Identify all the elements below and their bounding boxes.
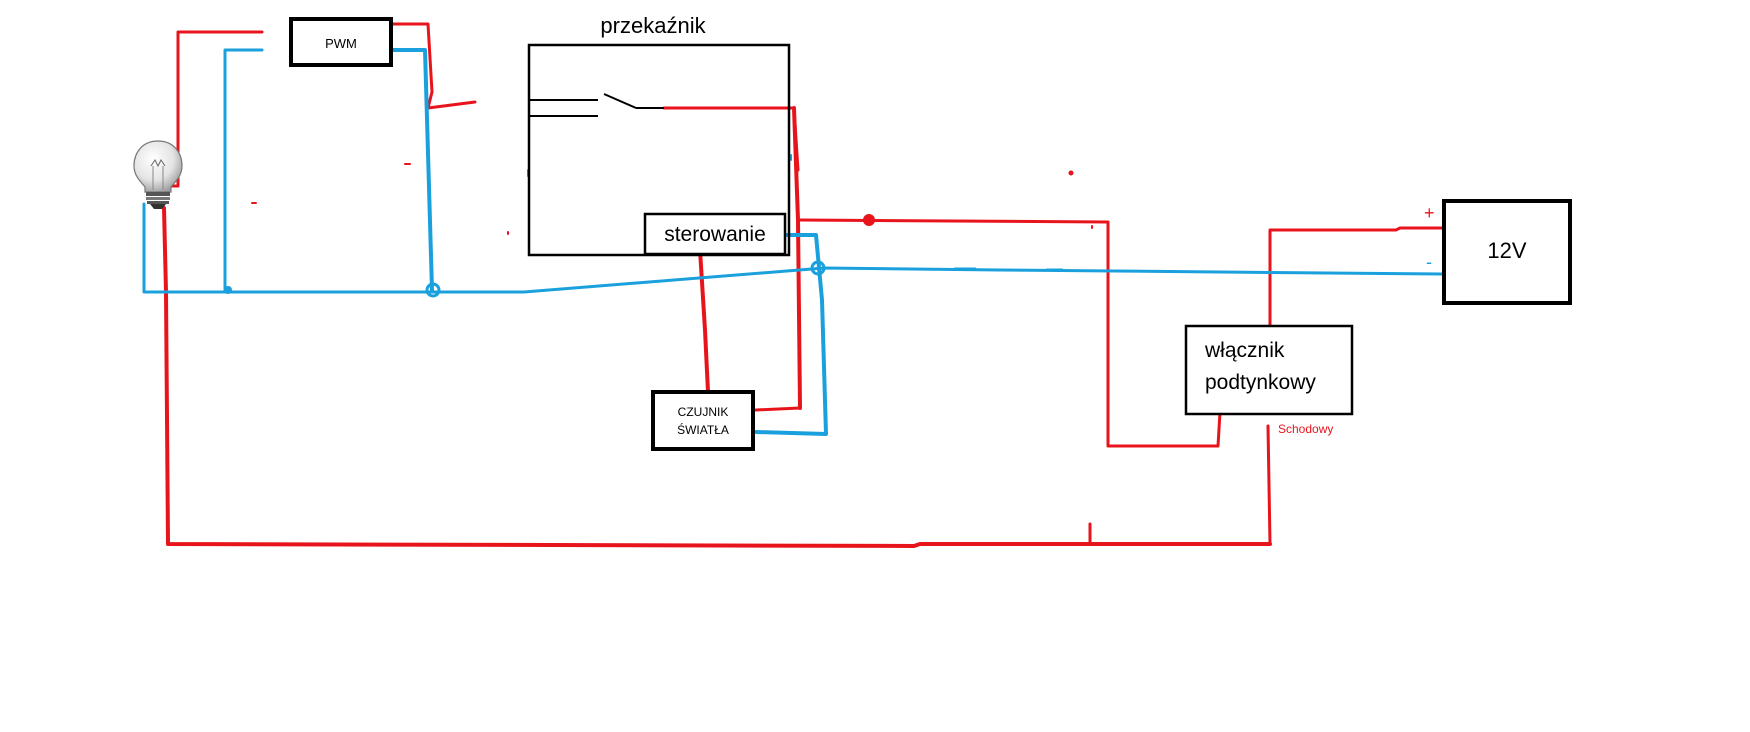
negative-wires — [142, 48, 1444, 436]
pwm-label: PWM — [325, 36, 357, 51]
light-bulb-icon — [133, 140, 183, 209]
wire-control-ground — [754, 233, 828, 436]
wire-ground-bus — [142, 202, 1444, 294]
ground-node — [224, 286, 232, 294]
junction-node — [863, 214, 875, 226]
sensor-label-line1: CZUJNIK — [678, 405, 729, 419]
power-supply: 12V + - — [1424, 199, 1572, 305]
wire-switch-bulb-return — [1088, 424, 1272, 546]
stray-dot — [1068, 170, 1074, 176]
relay-contact-icon — [529, 93, 664, 117]
light-sensor: CZUJNIK ŚWIATŁA — [651, 390, 755, 451]
sensor-box — [651, 390, 755, 451]
switch-note: Schodowy — [1278, 422, 1333, 436]
wire-psu-switch — [1268, 226, 1444, 330]
wire-junction-switch — [798, 218, 1222, 448]
relay-title: przekaźnik — [600, 13, 706, 38]
switch-box — [1184, 324, 1354, 416]
wire-pwm-ground-2 — [348, 48, 434, 292]
pwm-box — [289, 17, 393, 67]
pwm-module: PWM — [289, 17, 393, 67]
wire-relay-output — [662, 106, 800, 172]
control-label: sterowanie — [664, 223, 766, 246]
switch-label-line1: włącznik — [1204, 339, 1285, 362]
wire-pwm-relay-positive — [348, 22, 477, 110]
wire-control-sensor — [698, 248, 710, 394]
wall-switch: włącznik podtynkowy Schodowy — [1184, 324, 1354, 436]
positive-wires — [148, 22, 1444, 548]
wire-bottom-return — [162, 206, 1272, 548]
switch-label-line2: podtynkowy — [1205, 371, 1316, 394]
psu-minus-sign: - — [1426, 252, 1432, 272]
psu-box — [1442, 199, 1572, 305]
ground-node — [810, 260, 826, 276]
wire-pwm-ground — [223, 48, 264, 292]
sensor-label-line2: ŚWIATŁA — [677, 422, 729, 437]
wire-sensor-positive — [754, 406, 802, 412]
control-box — [643, 212, 787, 256]
psu-label: 12V — [1487, 238, 1526, 263]
wire-junction-vertical — [792, 106, 802, 410]
ground-node — [425, 282, 441, 298]
psu-plus-sign: + — [1424, 203, 1435, 223]
relay: przekaźnik sterowanie — [527, 13, 791, 257]
